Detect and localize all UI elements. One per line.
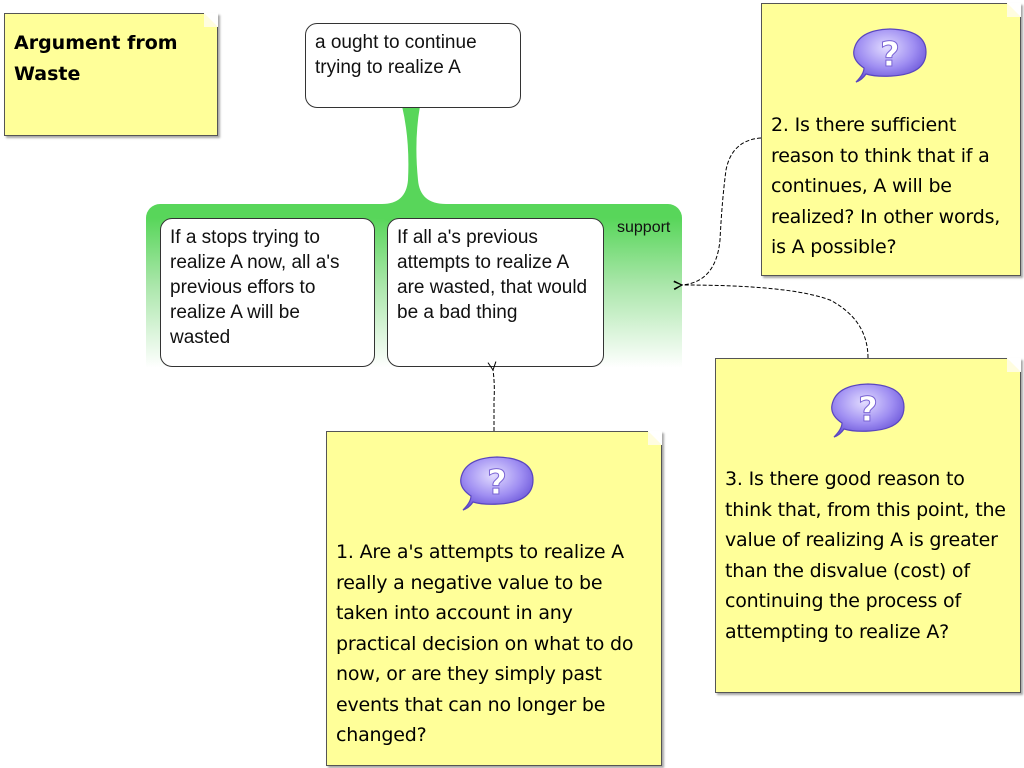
premise-text: If a stops trying to realize A now, all … xyxy=(170,227,340,348)
critical-question-text: 2. Is there sufficient reason to think t… xyxy=(771,114,1001,258)
note-fold xyxy=(648,431,662,445)
svg-text:?: ? xyxy=(880,35,900,75)
title-note[interactable]: Argument from Waste xyxy=(4,13,218,136)
critical-question-text: 1. Are a's attempts to realize A really … xyxy=(336,541,634,746)
conclusion-node[interactable]: a ought to continue trying to realize A xyxy=(305,23,521,108)
critical-question-text: 3. Is there good reason to think that, f… xyxy=(725,468,1006,643)
critical-question-3[interactable]: ? 3. Is there good reason to think that,… xyxy=(715,358,1021,693)
note-fold xyxy=(204,13,218,27)
question-bubble-icon: ? xyxy=(831,383,905,438)
support-label: support xyxy=(617,219,671,236)
svg-text:?: ? xyxy=(487,463,507,503)
note-fold xyxy=(1007,358,1021,372)
note-fold xyxy=(1007,3,1021,17)
svg-text:?: ? xyxy=(858,390,878,430)
arrow-cq1-to-premise-2 xyxy=(493,370,494,431)
premise-node-2[interactable]: If all a's previous attempts to realize … xyxy=(387,218,604,367)
conclusion-text: a ought to continue trying to realize A xyxy=(315,32,477,78)
title-note-text: Argument from Waste xyxy=(14,32,178,85)
critical-question-1[interactable]: ? 1. Are a's attempts to realize A reall… xyxy=(326,431,662,766)
arrow-cq3-to-support xyxy=(682,285,869,359)
critical-question-2[interactable]: ? 2. Is there sufficient reason to think… xyxy=(761,3,1021,276)
premise-node-1[interactable]: If a stops trying to realize A now, all … xyxy=(160,218,375,367)
question-bubble-icon: ? xyxy=(460,456,534,511)
support-stem xyxy=(382,106,446,204)
question-bubble-icon: ? xyxy=(853,28,927,83)
arrow-cq2-to-support xyxy=(682,137,762,285)
premise-text: If all a's previous attempts to realize … xyxy=(397,227,588,323)
